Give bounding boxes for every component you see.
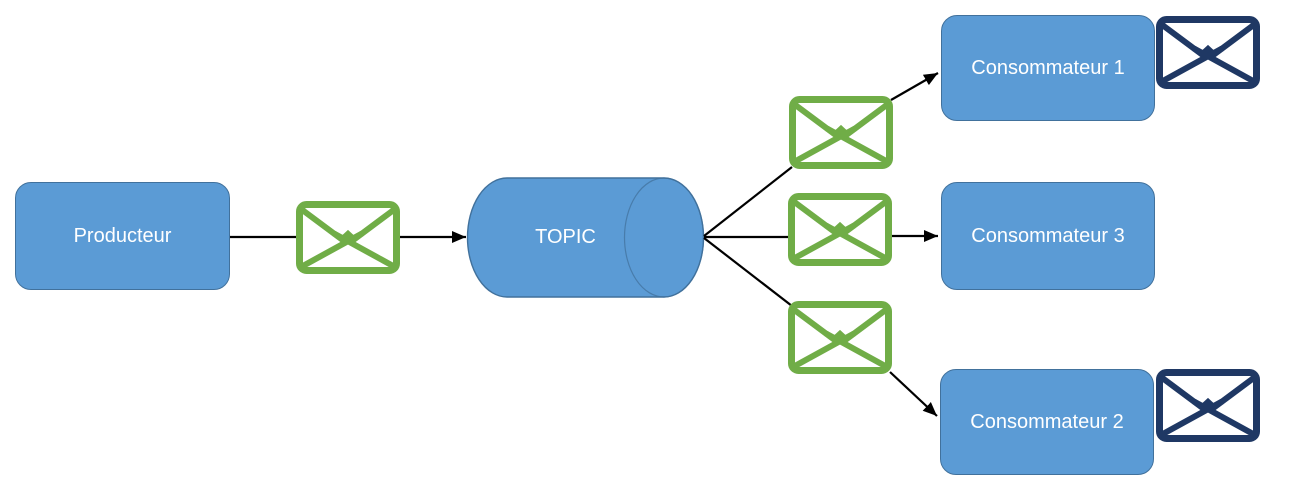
consumer-3-node: Consommateur 3 bbox=[941, 182, 1155, 290]
envelope-icon-topic-to-consumer-2 bbox=[788, 301, 892, 374]
arrow-envelope-to-consumer-2 bbox=[889, 371, 938, 417]
envelope-icon-producer-to-topic bbox=[296, 201, 400, 274]
connector-topic-to-envelope-consumer-1 bbox=[703, 166, 793, 237]
consumer-1-node: Consommateur 1 bbox=[941, 15, 1155, 121]
consumer-3-label: Consommateur 3 bbox=[971, 224, 1125, 247]
producer-label: Producteur bbox=[73, 224, 172, 247]
topic-label: TOPIC bbox=[535, 226, 596, 248]
envelope-icon-topic-to-consumer-3 bbox=[788, 193, 892, 266]
topic-cylinder-rim bbox=[623, 177, 705, 298]
arrow-envelope-to-consumer-1 bbox=[890, 72, 939, 101]
consumer-2-node: Consommateur 2 bbox=[940, 369, 1154, 475]
delivered-envelope-icon-consumer-1 bbox=[1156, 16, 1260, 89]
consumer-2-label: Consommateur 2 bbox=[970, 410, 1124, 433]
topic-node bbox=[466, 177, 705, 298]
consumer-1-label: Consommateur 1 bbox=[971, 56, 1125, 79]
producer-node: Producteur bbox=[15, 182, 230, 290]
delivered-envelope-icon-consumer-2 bbox=[1156, 369, 1260, 442]
envelope-icon-topic-to-consumer-1 bbox=[789, 96, 893, 169]
connector-topic-to-envelope-consumer-2 bbox=[703, 237, 793, 307]
